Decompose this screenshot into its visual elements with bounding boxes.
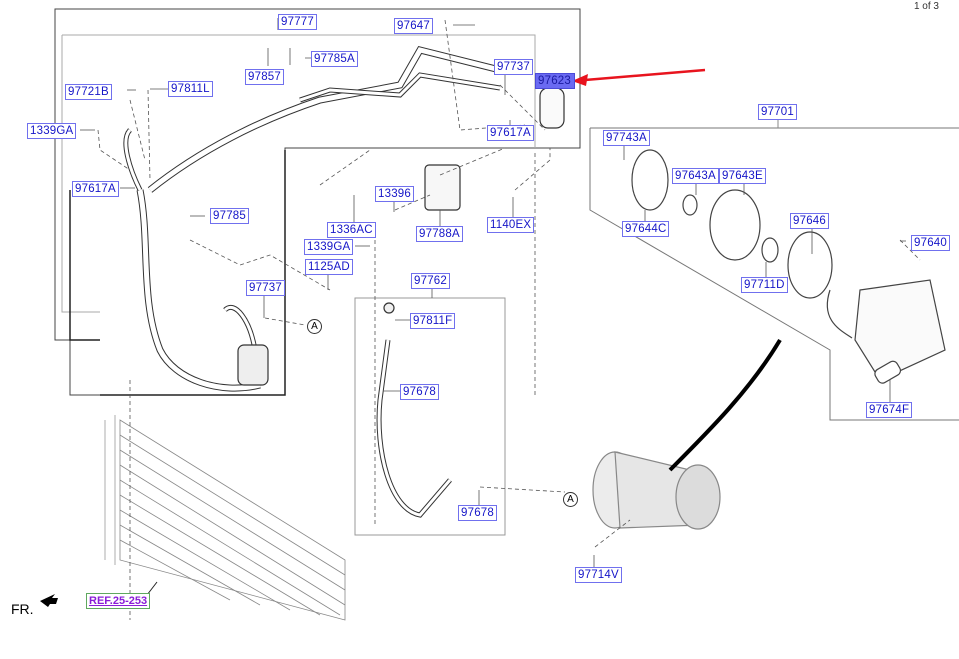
part-label-97857[interactable]: 97857 bbox=[245, 69, 284, 85]
part-label-1125ad[interactable]: 1125AD bbox=[305, 259, 353, 275]
page-indicator: 1 of 3 bbox=[913, 1, 939, 12]
red-pointer-arrow bbox=[584, 68, 706, 82]
front-direction-label: FR. bbox=[11, 601, 34, 617]
frame-inner bbox=[62, 34, 536, 148]
part-label-97737-lower[interactable]: 97737 bbox=[246, 280, 285, 296]
part-label-97785a[interactable]: 97785A bbox=[311, 51, 358, 67]
part-label-97646[interactable]: 97646 bbox=[790, 213, 829, 229]
reference-link[interactable]: REF.25-253 bbox=[86, 593, 151, 609]
part-label-1336ac[interactable]: 1336AC bbox=[327, 222, 376, 238]
part-label-97617a-right[interactable]: 97617A bbox=[487, 125, 534, 141]
part-label-97777[interactable]: 97777 bbox=[278, 14, 317, 30]
part-label-97678-lower[interactable]: 97678 bbox=[458, 505, 497, 521]
part-label-1140ex[interactable]: 1140EX bbox=[487, 217, 535, 233]
bracket-block bbox=[424, 164, 461, 211]
black-annotation-stroke bbox=[668, 338, 782, 472]
part-label-97785[interactable]: 97785 bbox=[210, 208, 249, 224]
part-label-97788a[interactable]: 97788A bbox=[416, 226, 463, 242]
part-label-1339ga-top[interactable]: 1339GA bbox=[27, 123, 77, 139]
part-label-97714v[interactable]: 97714V bbox=[575, 567, 622, 583]
condenser bbox=[104, 415, 346, 621]
part-label-97721b[interactable]: 97721B bbox=[65, 84, 112, 100]
callout-a-upper: A bbox=[307, 319, 322, 334]
part-label-97701[interactable]: 97701 bbox=[758, 104, 797, 120]
muffler bbox=[237, 344, 269, 386]
part-label-97678-upper[interactable]: 97678 bbox=[400, 384, 439, 400]
part-label-97737-top[interactable]: 97737 bbox=[494, 59, 533, 75]
part-label-97643a[interactable]: 97643A bbox=[672, 168, 719, 184]
part-label-97623-selected[interactable]: 97623 bbox=[535, 73, 575, 89]
receiver-drier bbox=[539, 87, 565, 129]
part-label-97811l[interactable]: 97811L bbox=[168, 81, 213, 97]
part-label-97643e[interactable]: 97643E bbox=[719, 168, 766, 184]
compressor bbox=[592, 451, 721, 530]
part-label-13396[interactable]: 13396 bbox=[375, 186, 414, 202]
part-label-97743a[interactable]: 97743A bbox=[603, 130, 650, 146]
part-label-97762[interactable]: 97762 bbox=[411, 273, 450, 289]
part-label-1339ga-center[interactable]: 1339GA bbox=[304, 239, 354, 255]
part-label-97644c[interactable]: 97644C bbox=[622, 221, 670, 237]
frame-discharge-hose bbox=[354, 297, 506, 536]
part-label-97647[interactable]: 97647 bbox=[394, 18, 433, 34]
part-label-97674f[interactable]: 97674F bbox=[866, 402, 913, 418]
clutch-parts bbox=[631, 149, 946, 384]
part-label-97617a-left[interactable]: 97617A bbox=[72, 181, 119, 197]
callout-a-lower: A bbox=[563, 492, 578, 507]
part-label-97811f[interactable]: 97811F bbox=[410, 313, 456, 329]
discharge-hose bbox=[376, 339, 452, 518]
frame-compressor-kit bbox=[589, 127, 959, 421]
part-label-97711d[interactable]: 97711D bbox=[741, 277, 788, 293]
front-arrow-icon bbox=[40, 594, 58, 607]
frame-hose-bold bbox=[69, 150, 286, 396]
part-label-97640[interactable]: 97640 bbox=[911, 235, 950, 251]
